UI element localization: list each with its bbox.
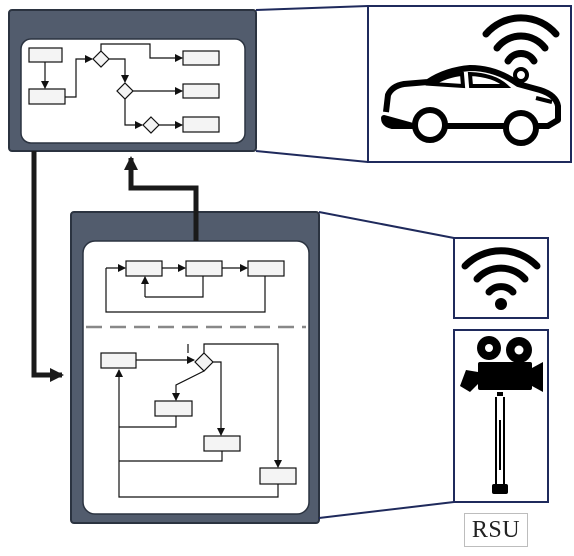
vehicle-zoom-connector	[255, 5, 369, 163]
vehicle-logic-panel	[8, 9, 257, 152]
rsu-lower-flowchart	[100, 343, 297, 498]
vehicle-flowchart	[28, 43, 220, 134]
rsu-logic-panel	[70, 211, 320, 524]
data-flow-arrows	[31, 151, 199, 382]
rsu-to-vehicle-arrow	[124, 156, 199, 241]
video-camera-icon	[460, 336, 543, 392]
rsu-pole-icon	[492, 392, 508, 494]
rsu-zoom-connector	[318, 211, 455, 519]
wireless-icon-box	[453, 237, 549, 319]
car-with-wireless-icon	[381, 14, 561, 146]
wifi-icon	[461, 247, 541, 296]
vehicle-to-rsu-arrow	[31, 151, 64, 382]
rsu-label: RSU	[464, 513, 528, 547]
vehicle-icon-box	[367, 5, 572, 163]
rsu-upper-flowchart	[105, 260, 285, 313]
rsu-camera-box	[453, 329, 549, 503]
